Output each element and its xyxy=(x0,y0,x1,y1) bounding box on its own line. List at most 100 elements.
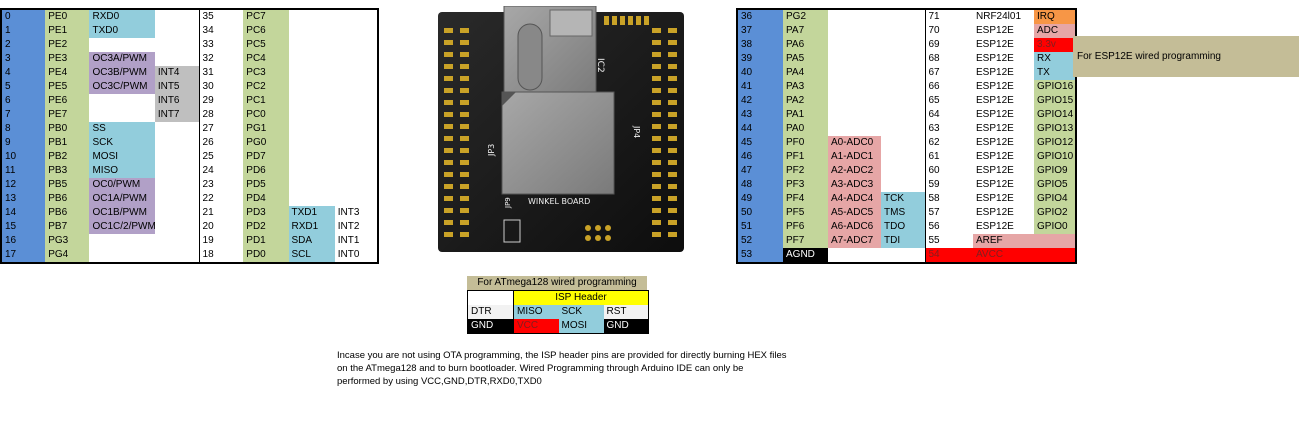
pin-jtag: TDO xyxy=(881,220,925,234)
pin-number-2: 27 xyxy=(198,122,244,136)
pin-jtag xyxy=(881,122,925,136)
chip-name: ESP12E xyxy=(973,178,1034,192)
pad xyxy=(668,64,677,69)
port-name: PE5 xyxy=(45,80,90,94)
chip-signal: ADC xyxy=(1034,24,1076,38)
isp-title: For ATmega128 wired programming xyxy=(467,276,647,290)
chip-name: ESP12E xyxy=(973,206,1034,220)
pin-function xyxy=(828,24,881,38)
port-name: PA7 xyxy=(783,24,828,38)
chip-signal: TX xyxy=(1034,66,1076,80)
chip-name: ESP12E xyxy=(973,66,1034,80)
port-name-2: PC0 xyxy=(243,108,289,122)
pin-interrupt xyxy=(154,192,200,206)
pin-number: 48 xyxy=(737,178,783,192)
pin-function xyxy=(828,80,881,94)
brand-label: WINKEL BOARD xyxy=(528,197,590,206)
pin-interrupt-2 xyxy=(334,9,378,24)
chip-signal: GPIO13 xyxy=(1034,122,1076,136)
pad xyxy=(668,172,677,177)
pin-interrupt-2 xyxy=(334,108,378,122)
pin-jtag xyxy=(881,108,925,122)
label-jp3: JP3 xyxy=(487,144,496,157)
chip-signal: IRQ xyxy=(1034,9,1076,24)
pin-number: 52 xyxy=(737,234,783,248)
pin-interrupt: INT4 xyxy=(154,66,200,80)
port-name: PA6 xyxy=(783,38,828,52)
pin-jtag xyxy=(881,38,925,52)
port-name: PB7 xyxy=(45,220,90,234)
port-name: PA0 xyxy=(783,122,828,136)
port-name: PB6 xyxy=(45,192,90,206)
pad xyxy=(444,28,453,33)
pin-number-2: 19 xyxy=(198,234,244,248)
pin-interrupt-2: INT3 xyxy=(334,206,378,220)
pin-number: 46 xyxy=(737,150,783,164)
pin-number-2: 71 xyxy=(924,9,973,24)
port-name-2: PG1 xyxy=(243,122,289,136)
pad xyxy=(668,40,677,45)
isp-dtr: DTR xyxy=(467,305,514,319)
pin-interrupt-2 xyxy=(334,178,378,192)
pin-interrupt xyxy=(154,38,200,52)
pin-function: OC0/PWM xyxy=(89,178,155,192)
esp-programming-note: For ESP12E wired programming xyxy=(1073,36,1299,77)
pad xyxy=(444,184,453,189)
pin-jtag: TMS xyxy=(881,206,925,220)
isp-header-table: ISP Header DTR MISO SCK RST GND VCC MOSI… xyxy=(467,290,649,334)
pin-number: 43 xyxy=(737,108,783,122)
pad xyxy=(652,220,661,225)
pad xyxy=(444,64,453,69)
pin-interrupt xyxy=(154,248,200,263)
pad xyxy=(668,100,677,105)
pin-number: 10 xyxy=(1,150,46,164)
chip-signal: RX xyxy=(1034,52,1076,66)
pin-number: 36 xyxy=(737,9,783,24)
pin-function xyxy=(89,94,155,108)
pin-function-2 xyxy=(288,9,335,24)
pin-function-2 xyxy=(288,122,335,136)
pin-number: 8 xyxy=(1,122,46,136)
pin-function-2 xyxy=(288,80,335,94)
pad xyxy=(668,88,677,93)
pad xyxy=(444,52,453,57)
pad xyxy=(460,136,469,141)
pin-interrupt xyxy=(154,220,200,234)
pin-number-2: 64 xyxy=(924,108,973,122)
pin-interrupt-2 xyxy=(334,94,378,108)
pin-number: 17 xyxy=(1,248,46,263)
port-name-2: PC7 xyxy=(243,9,289,24)
pin-number-2: 67 xyxy=(924,66,973,80)
pad xyxy=(444,76,453,81)
pin-number: 37 xyxy=(737,24,783,38)
isp-gnd2: GND xyxy=(603,319,649,334)
pin-jtag xyxy=(881,150,925,164)
label-jp4: JP4 xyxy=(632,125,641,138)
port-name: PE2 xyxy=(45,38,90,52)
pin-function: A4-ADC4 xyxy=(828,192,881,206)
pin-interrupt-2 xyxy=(334,38,378,52)
isp-sck: SCK xyxy=(558,305,604,319)
pin-function: SS xyxy=(89,122,155,136)
chip-name: ESP12E xyxy=(973,150,1034,164)
pin-number-2: 62 xyxy=(924,136,973,150)
pad xyxy=(652,124,661,129)
chip-signal: GPIO15 xyxy=(1034,94,1076,108)
pin-number-2: 34 xyxy=(198,24,244,38)
chip-name: ESP12E xyxy=(973,122,1034,136)
port-name: PE1 xyxy=(45,24,90,38)
pin-number: 2 xyxy=(1,38,46,52)
